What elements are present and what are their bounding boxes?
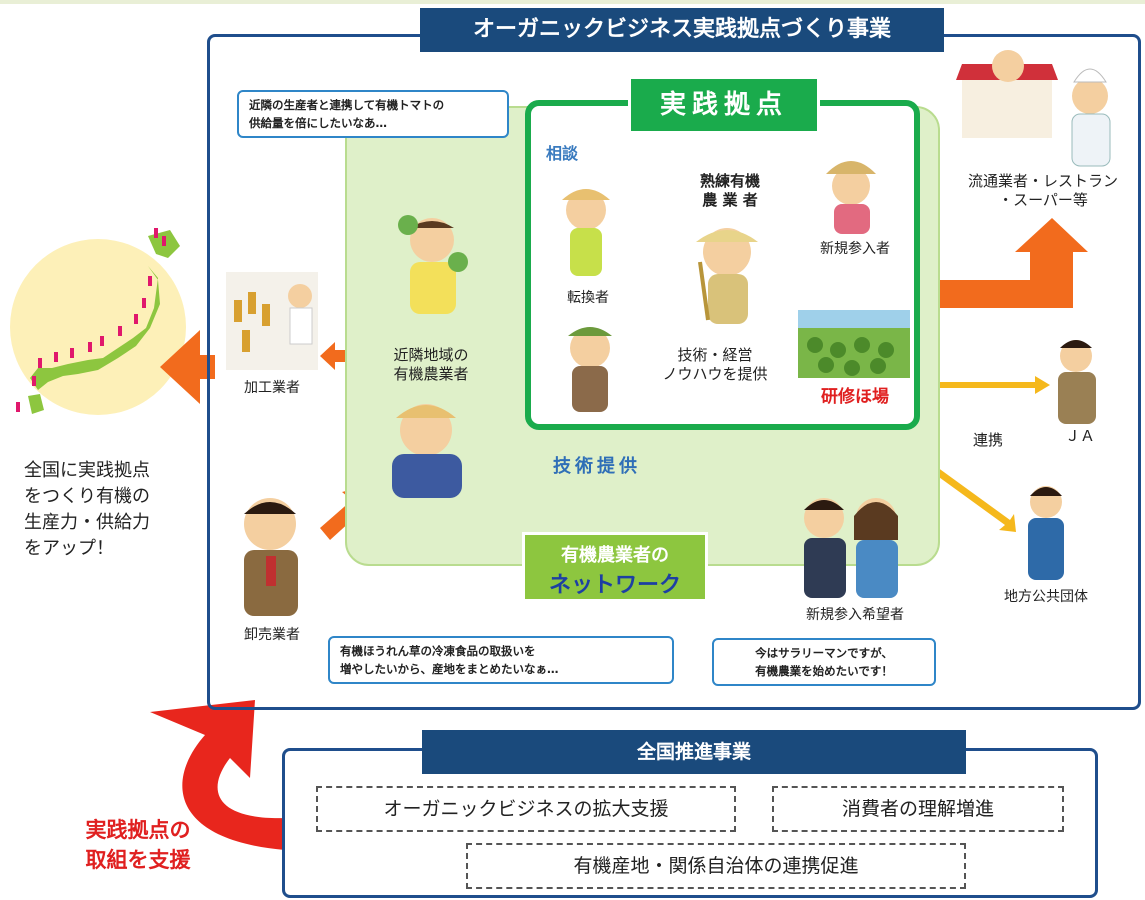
ja-arrow [925,376,1050,394]
ja-label: ＪＡ [1064,427,1095,445]
processor-label: 加工業者 [244,380,300,396]
bubble-tomato: 近隣の生産者と連携して有機トマトの供給量を倍にしたいなあ… [237,90,509,138]
national-item-expansion: オーガニックビジネスの拡大支援 [316,786,736,832]
aspiring-entrants-icon [804,498,898,598]
converter-label: 転換者 [567,290,609,306]
young-farmer-icon [568,327,612,412]
bubble-salaryman: 今はサラリーマンですが、有機農業を始めたいです！ [712,638,936,686]
japan-map [16,228,180,414]
know-how-label: 技術・経営ノウハウを提供 [662,346,768,383]
distributor-icon [956,50,1111,167]
local-farmers-label: 近隣地域の有機農業者 [393,346,469,383]
support-label: 実践拠点の取組を支援 [85,818,191,872]
skilled-farmer-label: 熟練有機農 業 者 [699,172,760,209]
support-arrow [150,700,285,850]
practice-base-title: 実践拠点 [628,76,820,134]
national-title: 全国推進事業 [422,730,966,774]
ja-person-icon [1058,340,1096,424]
processor-icon [226,272,318,370]
national-item-consumer: 消費者の理解増進 [772,786,1064,832]
local-gov-label: 地方公共団体 [1004,589,1088,605]
training-field-label: 研修ほ場 [821,387,889,407]
local-farmer-icon [398,215,468,314]
arrow-to-map [160,330,215,404]
main-title: オーガニックビジネス実践拠点づくり事業 [420,8,944,52]
network-label: 有機農業者の ネットワーク [522,532,708,602]
wholesaler-label: 卸売業者 [244,627,300,643]
training-field-image [798,310,910,378]
distributors-label: 流通業者・レストラン・スーパー等 [967,172,1118,209]
consult-label: 相談 [546,144,579,163]
tech-provision-label: 技術提供 [553,456,641,477]
cooperation-label: 連携 [972,431,1003,449]
organic-farmer-icon [392,404,462,498]
converter-person-icon [562,189,610,276]
skilled-farmer-icon [696,228,758,324]
top-strip [0,0,1145,4]
nationwide-text: 全国に実践拠点 をつくり有機の 生産力・供給力 をアップ！ [24,460,150,559]
local-gov-icon [1028,486,1064,580]
new-entrant-icon [826,161,876,234]
distributor-arrow [925,218,1088,308]
national-item-cooperation: 有機産地・関係自治体の連携促進 [466,843,966,889]
wholesaler-icon [244,498,298,616]
new-entrant-label: 新規参入者 [820,241,890,257]
aspiring-entrants-label: 新規参入希望者 [806,607,904,623]
bubble-spinach: 有機ほうれん草の冷凍食品の取扱いを増やしたいから、産地をまとめたいなぁ… [328,636,674,684]
